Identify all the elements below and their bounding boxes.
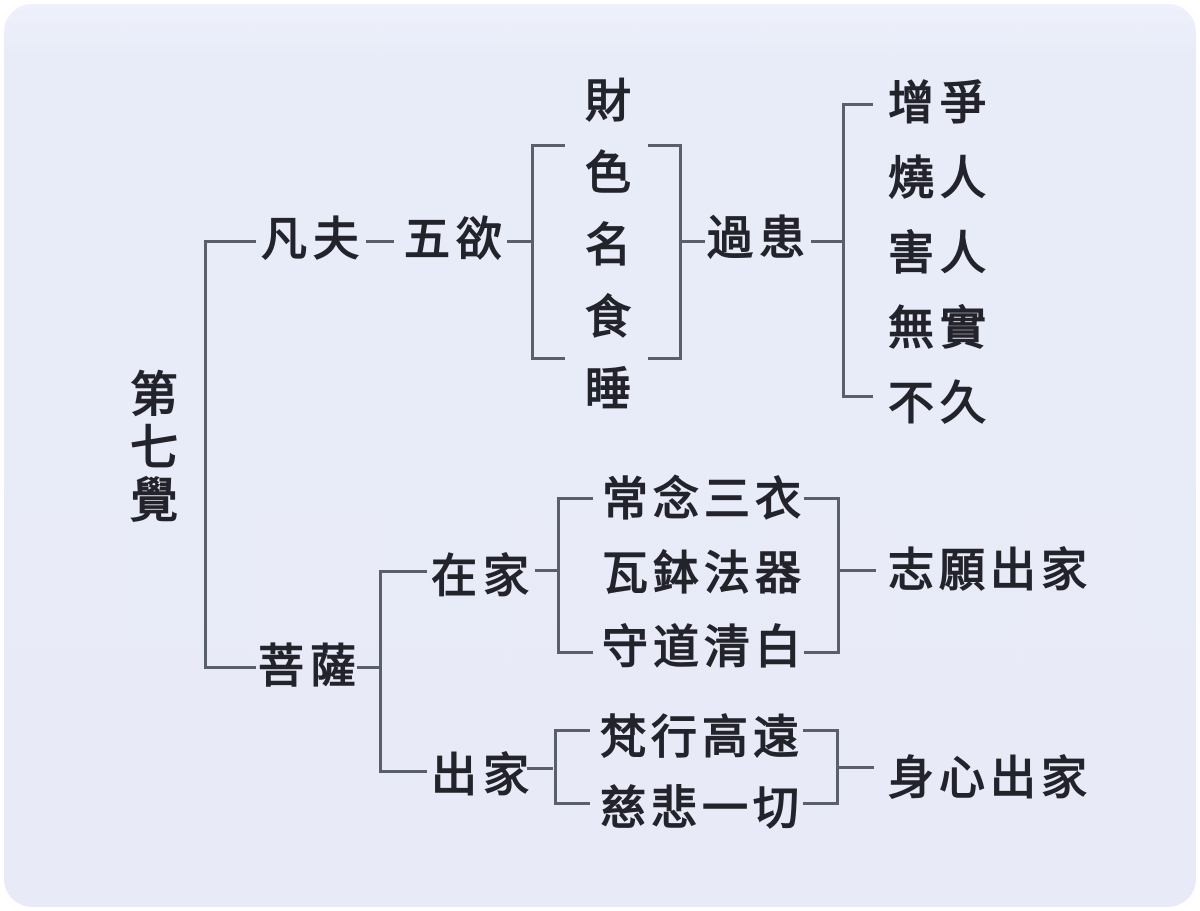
faults-list: 增爭 燒人 害人 無實 不久 [888,66,992,441]
monastic-left-bracket-vertical [554,729,557,805]
main-bracket-top-arm [204,240,256,243]
bodhisattva-bracket-top-arm [379,570,427,573]
bodhisattva-label: 菩薩 [258,641,362,692]
fault-item: 燒人 [888,153,992,204]
lay-left-bracket-vertical [557,497,560,654]
faults-label: 過患 [707,213,811,264]
connector-bracket-faultslabel [679,240,705,243]
monastic-right-bracket-top-tick [803,729,839,732]
connector-monastic-bracket [527,767,553,770]
lay-practices-list: 常念三衣 瓦鉢法器 守道清白 [602,463,806,685]
desires-right-bracket-bottom-tick [648,357,682,360]
ordinary-label: 凡夫 [261,214,365,265]
monastic-practices-list: 梵行高遠 慈悲一切 [600,702,804,844]
five-desires-list: 財 色 名 食 睡 [575,66,641,426]
fault-item: 害人 [888,228,992,279]
bodhisattva-bracket-vertical [379,570,382,773]
lay-left-bracket-top-tick [557,497,593,500]
lay-practice-item: 守道清白 [602,622,806,673]
faults-bracket-bottom-tick [842,395,873,398]
connector-bodhisattva-bracket [357,666,381,669]
connector-lay-result [839,569,876,572]
lay-left-bracket-bottom-tick [557,651,593,654]
monastic-right-bracket-vertical [836,729,839,805]
lay-right-bracket-top-tick [804,497,840,500]
monastic-label: 出家 [431,750,535,801]
desire-item: 名 [585,220,631,271]
desires-right-bracket-top-tick [648,144,682,147]
bodhisattva-bracket-bottom-arm [379,770,427,773]
lay-result-label: 志願出家 [888,545,1092,596]
lay-practice-item: 瓦鉢法器 [602,548,806,599]
fault-item: 不久 [888,378,992,429]
desires-left-bracket-top-tick [531,144,565,147]
desires-right-bracket-vertical [679,144,682,360]
monastic-left-bracket-top-tick [554,729,590,732]
monastic-practice-item: 慈悲一切 [600,783,804,834]
lay-label: 在家 [431,551,535,602]
desires-left-bracket-vertical [531,144,534,360]
connector-desires-bracket [507,240,534,243]
desire-item: 睡 [585,364,631,415]
connector-faultslabel-list [811,240,845,243]
lay-right-bracket-bottom-tick [804,651,840,654]
faults-bracket-vertical [842,103,845,398]
fault-item: 無實 [888,303,992,354]
desire-item: 色 [585,148,631,199]
main-bracket-vertical [204,241,207,669]
faults-bracket-top-tick [842,103,873,106]
monastic-left-bracket-bottom-tick [554,802,590,805]
diagram-card [4,4,1196,907]
fault-item: 增爭 [888,78,992,129]
desires-left-bracket-bottom-tick [531,357,565,360]
monastic-right-bracket-bottom-tick [803,802,839,805]
connector-monastic-result [838,766,874,769]
monastic-result-label: 身心出家 [888,753,1092,804]
lay-practice-item: 常念三衣 [602,474,806,525]
desire-item: 財 [585,76,631,127]
connector-lay-bracket [535,569,559,572]
root-label: 第七覺 [122,369,175,528]
five-desires-label: 五欲 [404,214,508,265]
lay-right-bracket-vertical [837,497,840,654]
connector-ordinary-desires [366,240,394,243]
desire-item: 食 [585,292,631,343]
monastic-practice-item: 梵行高遠 [600,712,804,763]
main-bracket-bottom-arm [204,666,256,669]
